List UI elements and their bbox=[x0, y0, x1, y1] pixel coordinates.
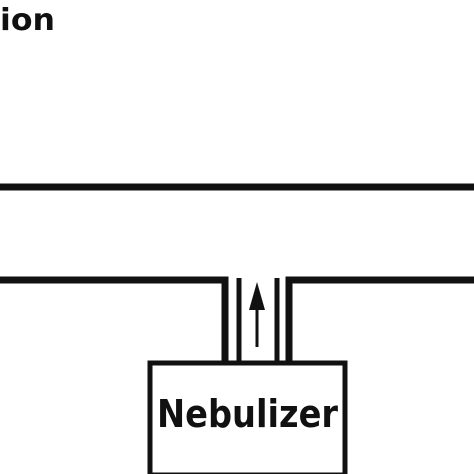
lower-tube-wall-right bbox=[285, 276, 474, 363]
title-fragment: ion bbox=[0, 3, 55, 38]
nebulizer-label: Nebulizer bbox=[157, 392, 338, 436]
lower-tube-wall-left bbox=[0, 276, 229, 363]
nebulizer-box bbox=[147, 360, 348, 474]
upward-flow-arrow bbox=[249, 282, 265, 347]
